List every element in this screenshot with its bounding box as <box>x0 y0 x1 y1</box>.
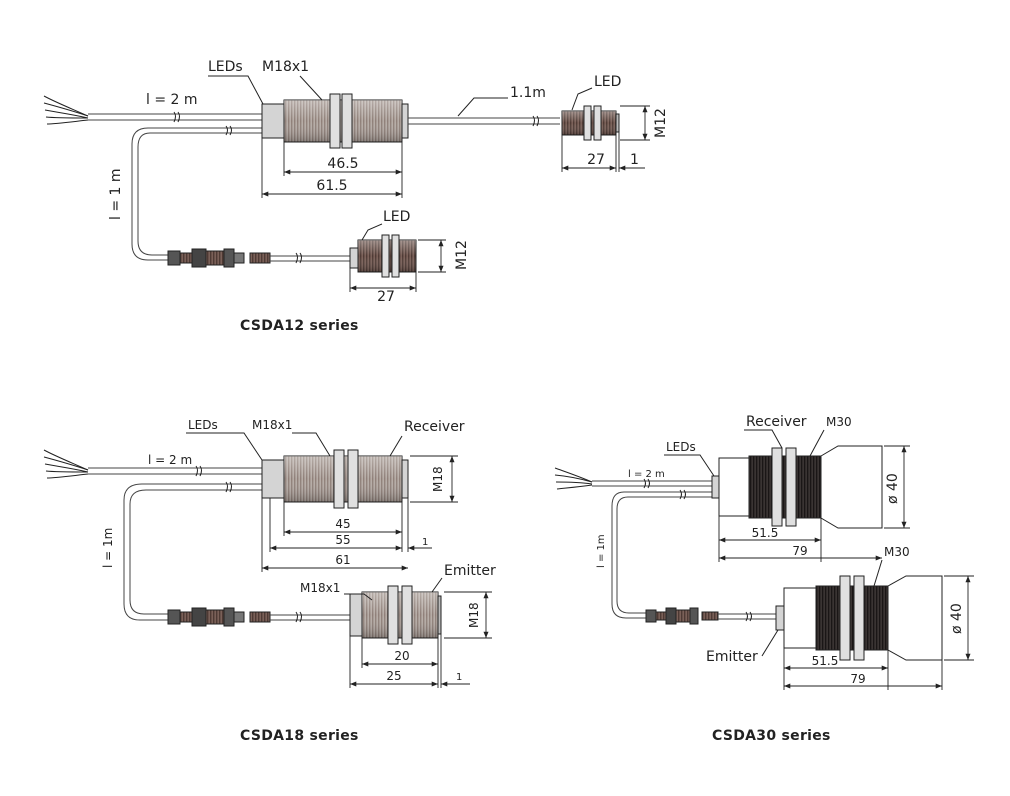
csda18-cable-length: l = 2 m <box>148 453 192 467</box>
csda30-caption: CSDA30 series <box>712 728 831 744</box>
csda12-right-sensor <box>561 105 620 141</box>
csda12-right-led-label: LED <box>594 74 621 90</box>
csda30-drawing: LEDs Receiver M30 l = 2 m l = 1m M30 Emi… <box>554 414 974 744</box>
csda18-main-cable <box>88 467 262 475</box>
csda18-drawing: LEDs M18x1 Receiver l = 2 m l = 1m Emitt… <box>43 418 496 744</box>
csda18-emitter-thread-label: M18x1 <box>300 581 340 595</box>
csda18-size-m18: M18 <box>431 466 445 492</box>
csda30-main-cable <box>592 480 712 487</box>
csda12-side-cable-length: l = 1 m <box>108 168 124 220</box>
csda30-dim-79: 79 <box>792 544 807 558</box>
csda30-side-cable-length: l = 1m <box>596 534 607 568</box>
csda18-dim-45: 45 <box>335 517 350 531</box>
csda12-side-cable <box>131 127 262 261</box>
csda18-emitter-dim-1: 1 <box>456 672 462 683</box>
csda30-diameter: ø 40 <box>885 473 901 504</box>
csda30-emitter-sensor <box>775 575 943 661</box>
csda18-emitter-sensor <box>349 585 442 645</box>
csda12-dim-46: 46.5 <box>327 156 358 172</box>
csda30-leds-label: LEDs <box>666 440 696 454</box>
csda12-bottom-dimensions: 27 M12 <box>349 239 470 305</box>
csda30-emitter-dimensions: 51.5 79 ø 40 <box>783 575 974 690</box>
csda12-bottom-dim-27: 27 <box>377 289 395 305</box>
csda12-bottom-m12: M12 <box>454 240 470 270</box>
csda30-connector <box>645 607 719 625</box>
csda30-side-cable <box>611 491 712 619</box>
csda18-dim-1: 1 <box>422 537 428 548</box>
csda30-dim-515: 51.5 <box>752 526 779 540</box>
csda18-dim-55: 55 <box>335 533 350 547</box>
csda18-receiver-sensor <box>261 449 409 509</box>
csda12-dim-61: 61.5 <box>316 178 347 194</box>
csda12-right-m12: M12 <box>653 108 669 138</box>
csda18-caption: CSDA18 series <box>240 728 359 744</box>
csda30-receiver-label: Receiver <box>746 414 807 430</box>
csda30-cable-length: l = 2 m <box>628 469 665 480</box>
csda18-emitter-dim-20: 20 <box>394 649 409 663</box>
csda18-leds-label: LEDs <box>188 418 218 432</box>
csda18-receiver-dimensions: 45 55 1 61 M18 <box>261 455 458 572</box>
csda12-bottom-led-label: LED <box>383 209 410 225</box>
csda12-leds-label: LEDs <box>208 59 243 75</box>
csda18-dim-61: 61 <box>335 553 350 567</box>
csda12-caption: CSDA12 series <box>240 318 359 334</box>
csda30-emitter-diameter: ø 40 <box>949 603 965 634</box>
csda18-side-cable <box>123 483 262 621</box>
csda12-connector <box>167 248 271 268</box>
csda30-emitter-thread-label: M30 <box>884 545 910 559</box>
csda18-emitter-dimensions: 20 25 1 M18 <box>349 591 492 688</box>
csda12-thread-label: M18x1 <box>262 59 309 75</box>
csda30-emitter-dim-515: 51.5 <box>812 654 839 668</box>
csda18-thread-label: M18x1 <box>252 418 292 432</box>
csda18-emitter-dim-25: 25 <box>386 669 401 683</box>
csda12-right-cable <box>408 117 560 125</box>
csda12-drawing: LEDs M18x1 l = 2 m 1.1m LED l = 1 m LED … <box>43 59 669 334</box>
csda18-connector <box>167 607 271 627</box>
csda12-right-cable-length: 1.1m <box>510 85 546 101</box>
csda12-receiver-sensor <box>261 93 409 149</box>
csda18-side-cable-length: l = 1m <box>101 528 115 568</box>
csda30-emitter-dim-79: 79 <box>850 672 865 686</box>
csda12-main-dimensions: 46.5 61.5 <box>261 138 403 198</box>
csda18-receiver-label: Receiver <box>404 419 465 435</box>
csda12-wire-ends <box>43 95 89 125</box>
csda12-right-dimensions: 27 1 M12 <box>561 105 669 172</box>
csda12-bottom-sensor <box>349 234 417 278</box>
csda30-wire-ends <box>554 467 593 490</box>
csda12-right-dim-1: 1 <box>630 152 639 168</box>
csda12-right-dim-27: 27 <box>587 152 605 168</box>
csda18-emitter-size-m18: M18 <box>467 602 481 628</box>
csda30-thread-label: M30 <box>826 415 852 429</box>
csda30-receiver-sensor <box>711 445 883 529</box>
csda18-emitter-label: Emitter <box>444 563 496 579</box>
csda12-cable-length: l = 2 m <box>146 92 198 108</box>
csda30-emitter-label: Emitter <box>706 649 758 665</box>
csda18-wire-ends <box>43 449 89 479</box>
csda30-receiver-dimensions: 51.5 79 ø 40 <box>718 445 910 562</box>
